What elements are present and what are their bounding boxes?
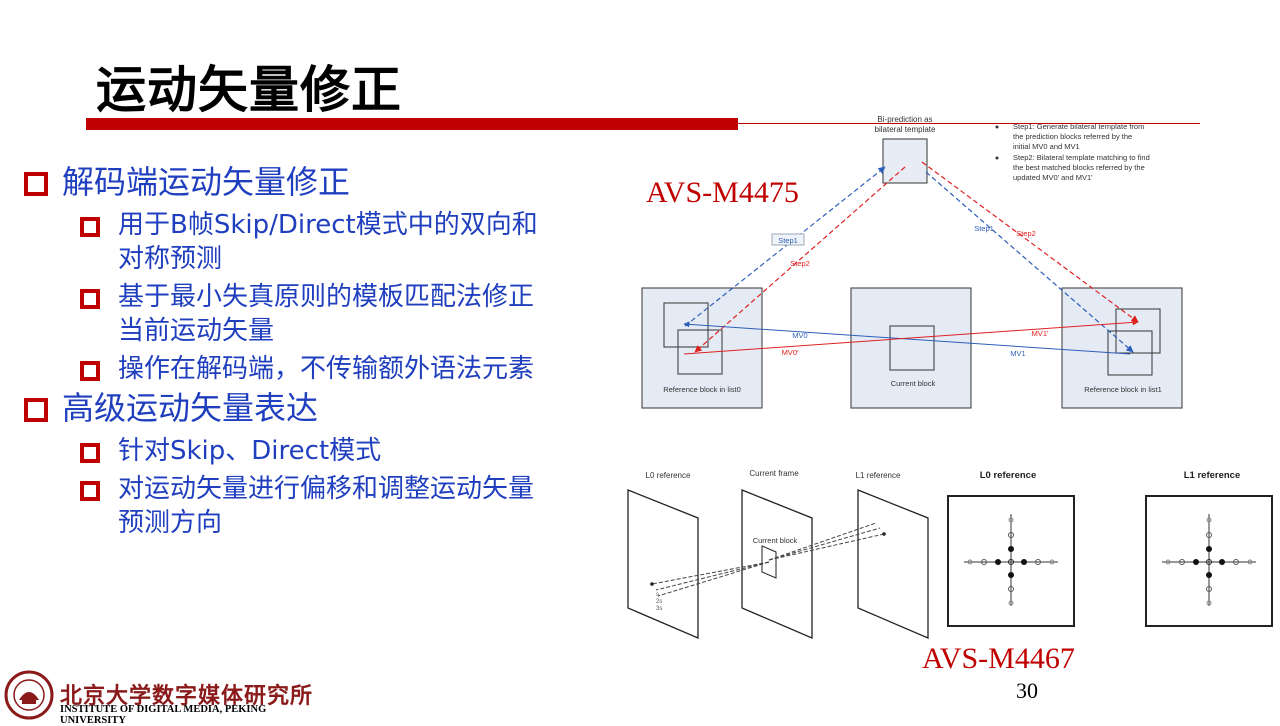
bullet-text: 解码端运动矢量修正 [62, 163, 351, 201]
mv0-label: MV0 [792, 331, 807, 340]
l0-reference-title: L0 reference [980, 470, 1037, 481]
current-frame-label: Current frame [749, 469, 799, 478]
bilateral-matching-diagram: Bi-prediction as bilateral template Step… [641, 115, 1183, 409]
l0-reference-label: L0 reference [646, 471, 691, 480]
offset-mark: 2s [656, 599, 662, 605]
sub-bullet-text: 对运动矢量进行偏移和调整运动矢量 [118, 474, 535, 504]
reference-label-top: AVS-M4475 [646, 176, 799, 209]
step-text: the best matched blocks referred by the [1013, 163, 1145, 172]
reference-frame-l1 [1061, 287, 1183, 409]
l1-pattern [1145, 495, 1273, 627]
sub-bullet-text: 对称预测 [118, 244, 223, 274]
bilateral-template-block [882, 138, 928, 184]
mv0p-label: MV0' [782, 348, 799, 357]
institute-name-cn: 北京大学数字媒体研究所 [60, 683, 314, 709]
template-label: Bi-prediction as [877, 115, 932, 124]
bullet-square-icon [24, 398, 48, 422]
offset-mark: s [656, 592, 659, 598]
slide-title: 运动矢量修正 [96, 61, 402, 119]
sub-bullet-text: 针对Skip、Direct模式 [118, 436, 382, 466]
sub-bullet-item: 基于最小失真原则的模板匹配法修正 当前运动矢量 [20, 280, 620, 348]
l0-pattern [947, 495, 1075, 627]
bullet-square-icon [80, 443, 100, 463]
sub-bullet-item: 用于B帧Skip/Direct模式中的双向和 对称预测 [20, 208, 620, 276]
ref-l1-label: Reference block in list1 [1084, 385, 1162, 394]
bullet-square-icon [80, 289, 100, 309]
reference-label-bottom: AVS-M4467 [922, 642, 1075, 675]
sub-bullet-text: 预测方向 [118, 508, 223, 538]
institute-logo: 北京大学数字媒体研究所 INSTITUTE OF DIGITAL MEDIA, … [0, 668, 320, 726]
current-frame [850, 287, 972, 409]
sub-bullet-item: 对运动矢量进行偏移和调整运动矢量 预测方向 [20, 472, 620, 540]
bullet-item: 解码端运动矢量修正 [20, 160, 620, 204]
sub-bullet-text: 基于最小失真原则的模板匹配法修正 [118, 282, 535, 312]
bullet-item: 高级运动矢量表达 [20, 386, 620, 430]
bullet-square-icon [80, 217, 100, 237]
bullet-text: 高级运动矢量表达 [62, 389, 319, 427]
l1-reference-label: L1 reference [856, 471, 901, 480]
title-bar [86, 118, 738, 130]
institute-name-en: INSTITUTE OF DIGITAL MEDIA, PEKING UNIVE… [60, 704, 267, 726]
current-block-label: Current block [753, 536, 798, 545]
bullet-square-icon [24, 172, 48, 196]
sub-bullet-item: 操作在解码端，不传输额外语法元素 [20, 352, 620, 386]
step-text: the prediction blocks referred by the [1013, 132, 1132, 141]
sub-bullet-item: 针对Skip、Direct模式 [20, 434, 620, 468]
step2-label-left: Step2 [790, 259, 810, 268]
mv1p-label: MV1' [1032, 329, 1049, 338]
mmvd-frames-diagram: L0 reference Current frame L1 reference … [627, 469, 929, 639]
template-label: bilateral template [875, 125, 936, 134]
bullet-square-icon [80, 481, 100, 501]
bullet-square-icon [80, 361, 100, 381]
current-plane [741, 489, 813, 639]
l0-plane [627, 489, 699, 639]
step1-label-right: Step1 [974, 224, 994, 233]
bullet-list: 解码端运动矢量修正 用于B帧Skip/Direct模式中的双向和 对称预测 基于… [20, 160, 620, 540]
pku-seal-icon [4, 670, 54, 720]
offset-mark: 3s [656, 606, 662, 612]
step-text: Step1: Generate bilateral template from [1013, 122, 1144, 131]
sub-bullet-text: 当前运动矢量 [118, 316, 275, 346]
page-number: 30 [1016, 678, 1038, 703]
step1-label-left: Step1 [778, 236, 798, 245]
l1-reference-title: L1 reference [1184, 470, 1241, 481]
search-pattern-diagram: L0 reference L1 reference [947, 470, 1273, 627]
mv1-label: MV1 [1010, 349, 1025, 358]
l1-plane [857, 489, 929, 639]
step-text: updated MV0' and MV1' [1013, 173, 1093, 182]
step-text: Step2: Bilateral template matching to fi… [1013, 153, 1150, 162]
title-line [738, 123, 1200, 124]
sub-bullet-text: 操作在解码端，不传输额外语法元素 [118, 354, 535, 384]
step2-label-right: Step2 [1016, 229, 1036, 238]
step-text: initial MV0 and MV1 [1013, 142, 1080, 151]
current-block-label: Current block [891, 379, 936, 388]
sub-bullet-text: 用于B帧Skip/Direct模式中的双向和 [118, 210, 538, 240]
ref-l0-label: Reference block in list0 [663, 385, 741, 394]
